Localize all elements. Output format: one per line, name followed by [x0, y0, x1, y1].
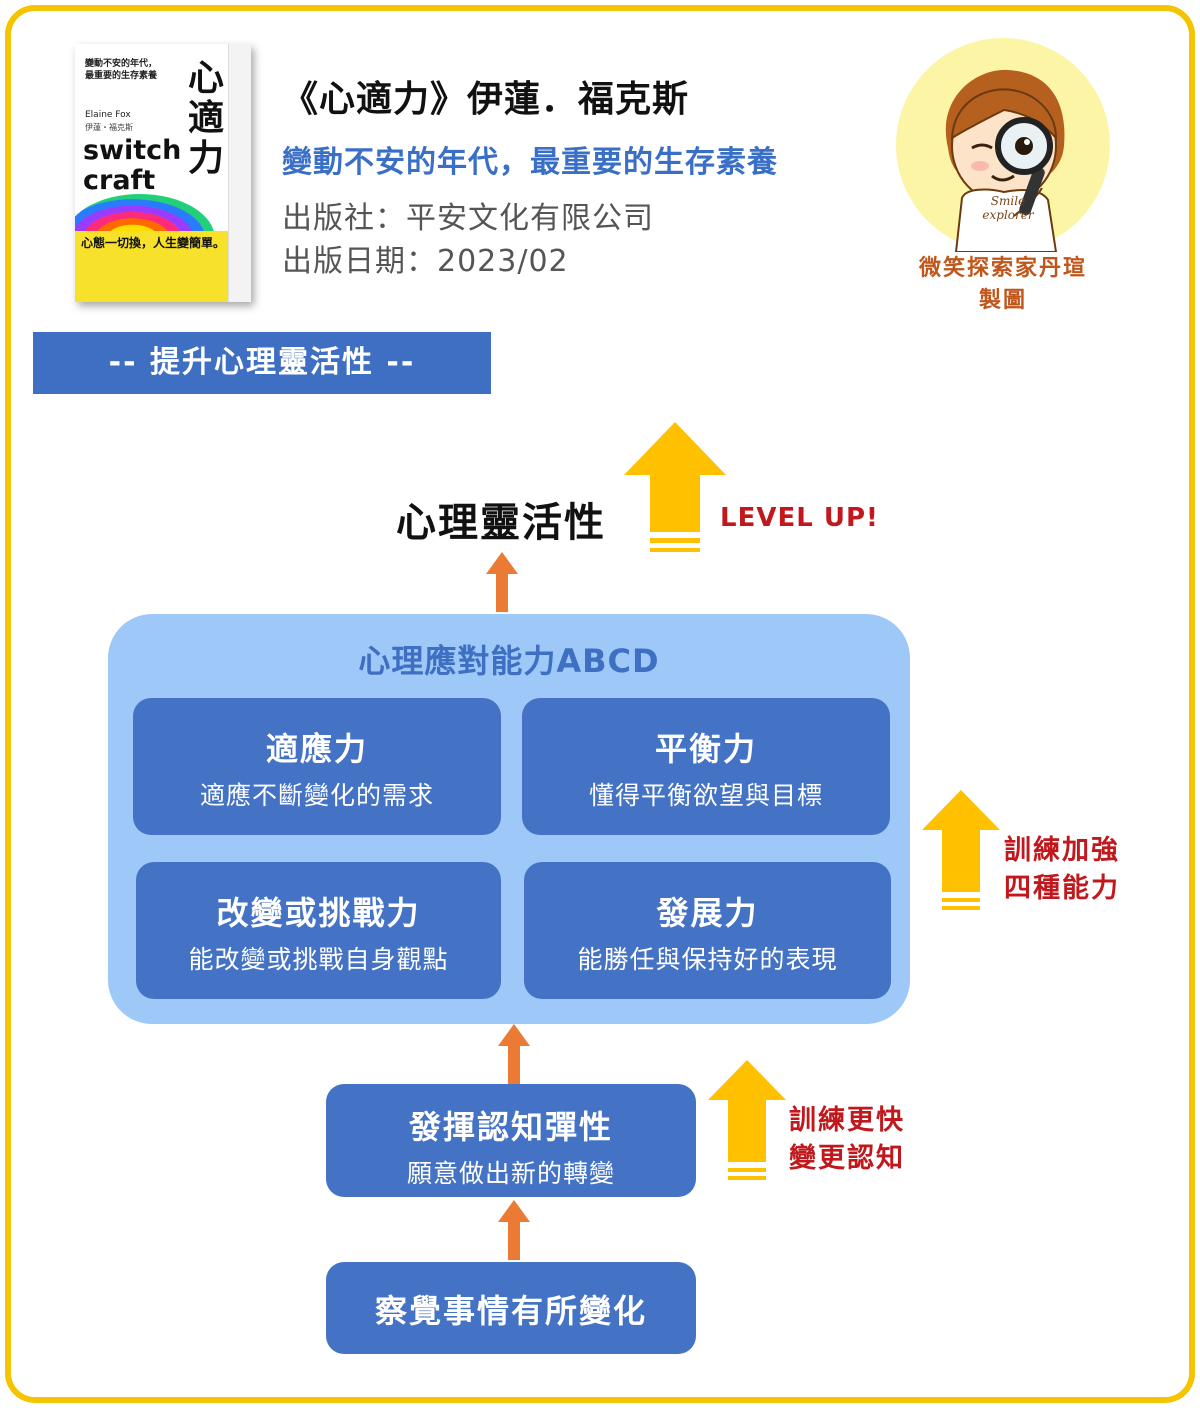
- book-cover-author-en: Elaine Fox: [85, 110, 131, 120]
- note-line-1: 訓練加強: [1004, 832, 1120, 870]
- card-title: 平衡力: [522, 724, 890, 770]
- note-line-2: 變更認知: [789, 1140, 905, 1178]
- card-balance: 平衡力 懂得平衡欲望與目標: [522, 698, 890, 835]
- psychological-flexibility-label: 心理靈活性: [366, 490, 636, 548]
- card-desc: 能勝任與保持好的表現: [524, 940, 891, 976]
- book-cover-author-zh: 伊蓮・福克斯: [85, 122, 133, 133]
- cognitive-flexibility-box: 發揮認知彈性 願意做出新的轉變: [326, 1084, 696, 1197]
- aware-title: 察覺事情有所變化: [326, 1286, 696, 1332]
- flex-desc: 願意做出新的轉變: [326, 1154, 696, 1190]
- orange-up-arrow-icon: [496, 1022, 532, 1084]
- avatar-shirt-text-line2: explorer: [976, 208, 1040, 222]
- card-title: 發展力: [524, 888, 891, 934]
- book-cover-band-text: 心態一切換，人生變簡單。: [81, 234, 225, 251]
- credit-line-1: 微笑探索家丹瑄: [898, 253, 1108, 285]
- abcd-title: 心理應對能力ABCD: [108, 636, 910, 682]
- card-development: 發展力 能勝任與保持好的表現: [524, 862, 891, 999]
- big-yellow-up-arrow-icon: [620, 420, 730, 560]
- section-banner: -- 提升心理靈活性 --: [33, 332, 491, 394]
- book-cover-title-en: switch craft: [83, 136, 181, 196]
- publish-date-text: 出版日期：2023/02: [282, 236, 569, 280]
- avatar-shirt-text: Smile explorer: [976, 194, 1040, 222]
- orange-up-arrow-icon: [484, 550, 520, 612]
- book-subtitle: 變動不安的年代，最重要的生存素養: [282, 137, 778, 181]
- card-title: 改變或挑戰力: [136, 888, 501, 934]
- flex-title: 發揮認知彈性: [326, 1102, 696, 1148]
- publisher-text: 出版社：平安文化有限公司: [282, 193, 654, 237]
- book-cover-title-zh: 心適力: [185, 58, 227, 178]
- card-change-or-challenge: 改變或挑戰力 能改變或挑戰自身觀點: [136, 862, 501, 999]
- card-desc: 適應不斷變化的需求: [133, 776, 501, 812]
- note-line-2: 四種能力: [1004, 870, 1120, 908]
- book-cover-tagline-line1: 變動不安的年代，: [85, 58, 185, 70]
- awareness-box: 察覺事情有所變化: [326, 1262, 696, 1354]
- yellow-up-arrow-icon: [920, 788, 1002, 914]
- avatar: Smile explorer: [896, 38, 1110, 252]
- book-cover-title-en-line2: craft: [83, 166, 181, 196]
- card-desc: 能改變或挑戰自身觀點: [136, 940, 501, 976]
- orange-up-arrow-icon: [496, 1198, 532, 1260]
- note-train-faster-cognition: 訓練更快 變更認知: [789, 1102, 905, 1178]
- level-up-text: LEVEL UP!: [720, 503, 879, 533]
- credit-text: 微笑探索家丹瑄 製圖: [898, 253, 1108, 317]
- credit-line-2: 製圖: [898, 285, 1108, 317]
- card-title: 適應力: [133, 724, 501, 770]
- book-cover-tagline: 變動不安的年代， 最重要的生存素養: [85, 58, 185, 82]
- note-line-1: 訓練更快: [789, 1102, 905, 1140]
- book-cover-image: 變動不安的年代， 最重要的生存素養 Elaine Fox 伊蓮・福克斯 swit…: [75, 44, 251, 302]
- book-cover-title-en-line1: switch: [83, 136, 181, 166]
- card-desc: 懂得平衡欲望與目標: [522, 776, 890, 812]
- yellow-up-arrow-icon: [706, 1058, 788, 1184]
- book-cover-tagline-line2: 最重要的生存素養: [85, 70, 185, 82]
- book-cover-spine: [228, 44, 251, 302]
- avatar-shirt-text-line1: Smile: [976, 194, 1040, 208]
- book-title: 《心適力》伊蓮．福克斯: [282, 70, 689, 122]
- card-adaptability: 適應力 適應不斷變化的需求: [133, 698, 501, 835]
- note-train-four-abilities: 訓練加強 四種能力: [1004, 832, 1120, 908]
